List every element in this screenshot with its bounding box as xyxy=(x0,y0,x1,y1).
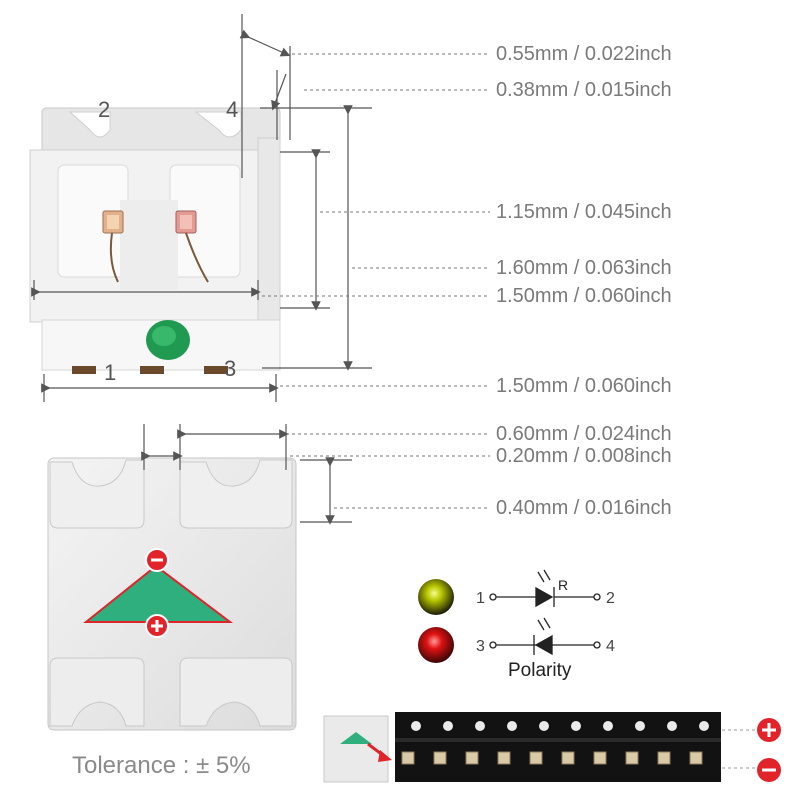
tape-pocket xyxy=(561,751,575,765)
tape-pocket xyxy=(593,751,607,765)
dimension-label: 1.50mm / 0.060inch xyxy=(496,285,672,307)
tape-pocket xyxy=(625,751,639,765)
sprocket-hole xyxy=(411,721,421,731)
tape-pocket xyxy=(465,751,479,765)
plus-icon xyxy=(757,718,781,742)
red-led-icon xyxy=(418,627,454,663)
tape-pocket xyxy=(401,751,415,765)
schematic-pin-3: 3 xyxy=(476,638,485,655)
bottom-dimension-lines xyxy=(141,424,352,525)
yellow-led-icon xyxy=(418,579,454,615)
sprocket-hole xyxy=(443,721,453,731)
minus-icon xyxy=(145,548,169,572)
tape-pocket xyxy=(657,751,671,765)
tape-pocket xyxy=(529,751,543,765)
sprocket-hole xyxy=(539,721,549,731)
sprocket-hole xyxy=(571,721,581,731)
sprocket-hole xyxy=(699,721,709,731)
sprocket-hole xyxy=(507,721,517,731)
dimension-label: 0.38mm / 0.015inch xyxy=(496,79,672,101)
dimension-label: 1.60mm / 0.063inch xyxy=(496,257,672,279)
schematic-pin-2: 2 xyxy=(606,590,615,607)
plus-icon xyxy=(145,614,169,638)
schematic-pin-1: 1 xyxy=(476,590,485,607)
dimension-label: 0.20mm / 0.008inch xyxy=(496,445,672,467)
dimension-label: 0.60mm / 0.024inch xyxy=(496,423,672,445)
tolerance-label: Tolerance : ± 5% xyxy=(72,752,251,779)
pin-1-label: 1 xyxy=(104,360,116,385)
led-top-view: 2 4 1 3 xyxy=(29,97,281,385)
dimension-label: 0.40mm / 0.016inch xyxy=(496,497,672,519)
sprocket-hole xyxy=(475,721,485,731)
pin-3-label: 3 xyxy=(224,356,236,381)
dimension-label: 1.15mm / 0.045inch xyxy=(496,201,672,223)
tape-pocket xyxy=(689,751,703,765)
tape-pocket xyxy=(497,751,511,765)
tape-reel xyxy=(323,712,781,783)
sprocket-hole xyxy=(603,721,613,731)
top-dimension-lines xyxy=(31,14,372,402)
minus-icon xyxy=(757,758,781,782)
pin-2-label: 2 xyxy=(98,97,110,122)
schematic-pin-4: 4 xyxy=(606,638,615,655)
tape-pocket xyxy=(433,751,447,765)
dimension-label: 1.50mm / 0.060inch xyxy=(496,375,672,397)
pin-4-label: 4 xyxy=(226,97,238,122)
sprocket-hole xyxy=(667,721,677,731)
sprocket-hole xyxy=(635,721,645,731)
polarity-label: Polarity xyxy=(508,660,572,681)
schematic-r-label: R xyxy=(558,577,568,593)
leader-lines xyxy=(262,53,490,509)
led-bottom-view xyxy=(47,457,297,731)
dimension-label: 0.55mm / 0.022inch xyxy=(496,43,672,65)
schematic: 1 2 R 3 4 xyxy=(418,569,615,663)
